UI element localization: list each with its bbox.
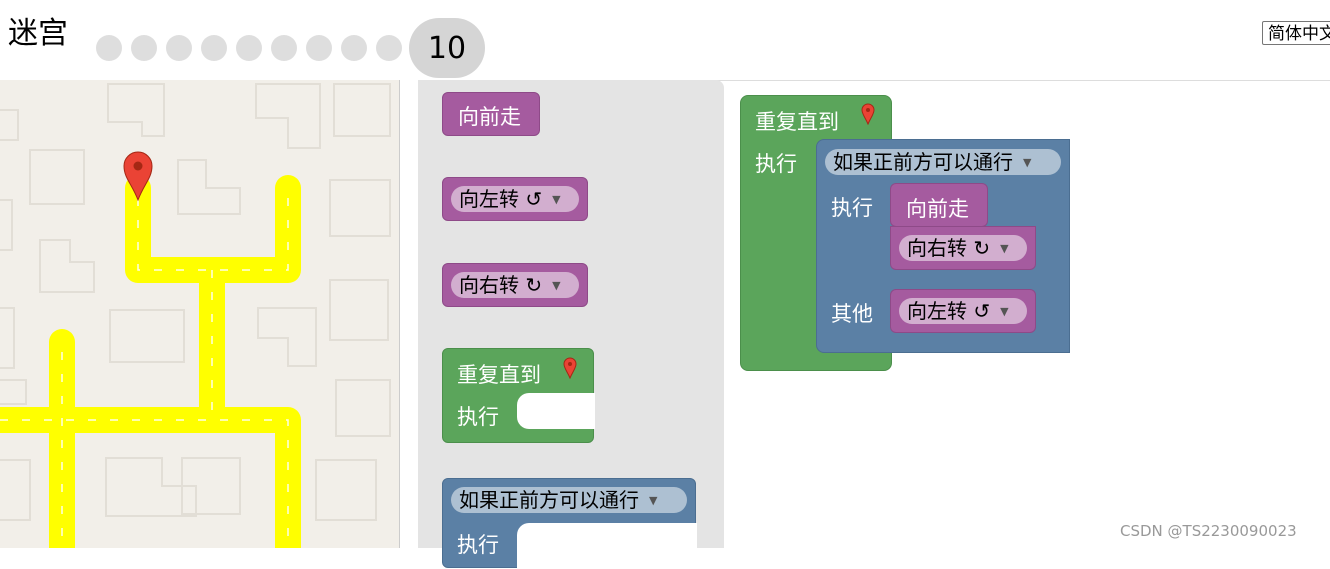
toolbox-if-path-block[interactable]: 如果正前方可以通行▼ 执行	[442, 478, 697, 569]
statement-slot	[517, 393, 595, 429]
chevron-down-icon: ▼	[649, 494, 658, 507]
block-label: 向前走	[458, 105, 521, 129]
toolbox-move-forward-block[interactable]: 向前走	[442, 92, 540, 136]
level-dot-2[interactable]	[131, 35, 157, 61]
level-dot-1[interactable]	[96, 35, 122, 61]
chevron-down-icon: ▼	[552, 279, 561, 292]
maze-canvas	[0, 80, 400, 548]
level-dot-4[interactable]	[201, 35, 227, 61]
watermark: CSDN @TS2230090023	[1120, 522, 1297, 540]
block-label: 向前走	[906, 197, 969, 221]
level-current[interactable]: 10	[409, 18, 485, 78]
block-label: 执行	[755, 152, 797, 176]
block-label: 重复直到	[457, 363, 541, 387]
block-toolbox: 向前走 向左转 ↺▼ 向右转 ↻▼ 重复直到 执行 如果正前方可以通行▼ 执行	[418, 80, 724, 569]
block-label: 重复直到	[755, 110, 839, 134]
path-direction-dropdown[interactable]: 如果正前方可以通行▼	[825, 149, 1061, 175]
path-direction-dropdown[interactable]: 如果正前方可以通行▼	[451, 487, 687, 513]
maze-divider	[399, 80, 400, 548]
block-label: 其他	[831, 302, 873, 326]
goal-marker-icon	[861, 103, 875, 125]
block-label: 执行	[457, 405, 499, 429]
workspace-turn-left-block[interactable]: 向左转 ↺▼	[890, 289, 1036, 333]
toolbox-repeat-until-block[interactable]: 重复直到 执行	[442, 348, 595, 443]
level-dot-6[interactable]	[271, 35, 297, 61]
level-dot-3[interactable]	[166, 35, 192, 61]
turn-right-dropdown[interactable]: 向右转 ↻▼	[451, 272, 579, 298]
level-dot-8[interactable]	[341, 35, 367, 61]
level-dot-9[interactable]	[376, 35, 402, 61]
turn-left-dropdown[interactable]: 向左转 ↺▼	[899, 298, 1027, 324]
goal-marker-icon	[563, 357, 577, 379]
statement-slot	[517, 523, 697, 569]
chevron-down-icon: ▼	[552, 193, 561, 206]
turn-left-dropdown[interactable]: 向左转 ↺▼	[451, 186, 579, 212]
app-title: 迷宫	[8, 16, 68, 51]
maze-map	[0, 83, 391, 548]
language-select[interactable]: 简体中文	[1262, 21, 1330, 45]
start-marker-icon	[123, 151, 153, 202]
chevron-down-icon: ▼	[1000, 305, 1009, 318]
workspace-move-forward-block[interactable]: 向前走	[890, 183, 988, 227]
level-selector: 10	[96, 18, 494, 78]
turn-right-dropdown[interactable]: 向右转 ↻▼	[899, 235, 1027, 261]
block-label: 执行	[831, 196, 873, 220]
block-label: 执行	[457, 533, 499, 557]
workspace-turn-right-block[interactable]: 向右转 ↻▼	[890, 226, 1036, 270]
chevron-down-icon: ▼	[1023, 156, 1032, 169]
level-dot-7[interactable]	[306, 35, 332, 61]
level-dot-5[interactable]	[236, 35, 262, 61]
header-divider	[418, 80, 1330, 81]
toolbox-turn-left-block[interactable]: 向左转 ↺▼	[442, 177, 588, 221]
program-workspace[interactable]: 重复直到 执行 如果正前方可以通行▼ 执行 其他 向前走 向右转 ↻▼ 向左转 …	[724, 81, 1330, 548]
toolbox-turn-right-block[interactable]: 向右转 ↻▼	[442, 263, 588, 307]
chevron-down-icon: ▼	[1000, 242, 1009, 255]
